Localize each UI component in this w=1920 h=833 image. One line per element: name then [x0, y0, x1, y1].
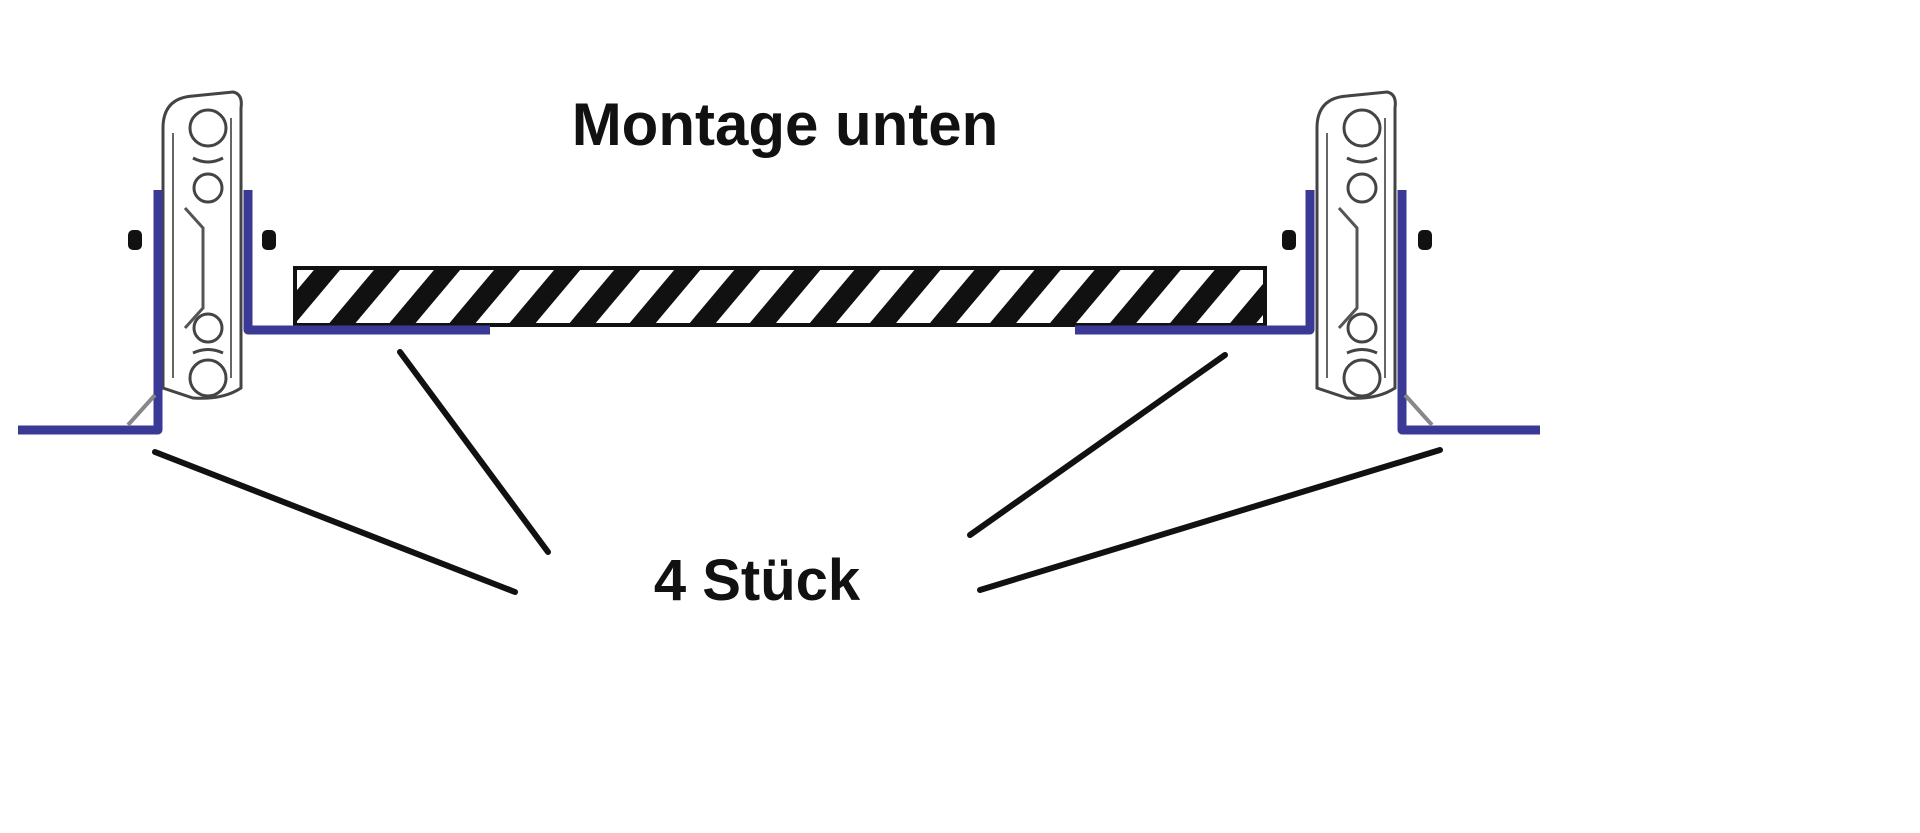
diagram-title: Montage unten	[572, 91, 999, 158]
leader-line	[967, 352, 1228, 538]
left-outer-bracket	[18, 190, 163, 435]
right-outer-bracket	[1397, 190, 1540, 435]
left-inner-bracket	[243, 190, 490, 335]
leader-line	[152, 449, 518, 595]
right-slide-assembly	[1075, 90, 1540, 435]
right-drawer-slide	[1315, 90, 1397, 400]
leader-lines	[152, 349, 1443, 595]
left-drawer-slide	[161, 90, 243, 400]
bolt-icon	[1418, 230, 1432, 250]
left-brace	[126, 393, 157, 427]
left-slide-assembly	[18, 90, 490, 435]
leader-line	[397, 349, 551, 555]
right-inner-bracket	[1075, 190, 1315, 335]
right-brace	[1403, 393, 1434, 427]
quantity-callout: 4 Stück	[654, 548, 861, 613]
board-hatched	[293, 266, 1267, 327]
leader-line	[977, 447, 1443, 593]
bolt-icon	[262, 230, 276, 250]
bolt-icon	[1282, 230, 1296, 250]
bolt-icon	[128, 230, 142, 250]
